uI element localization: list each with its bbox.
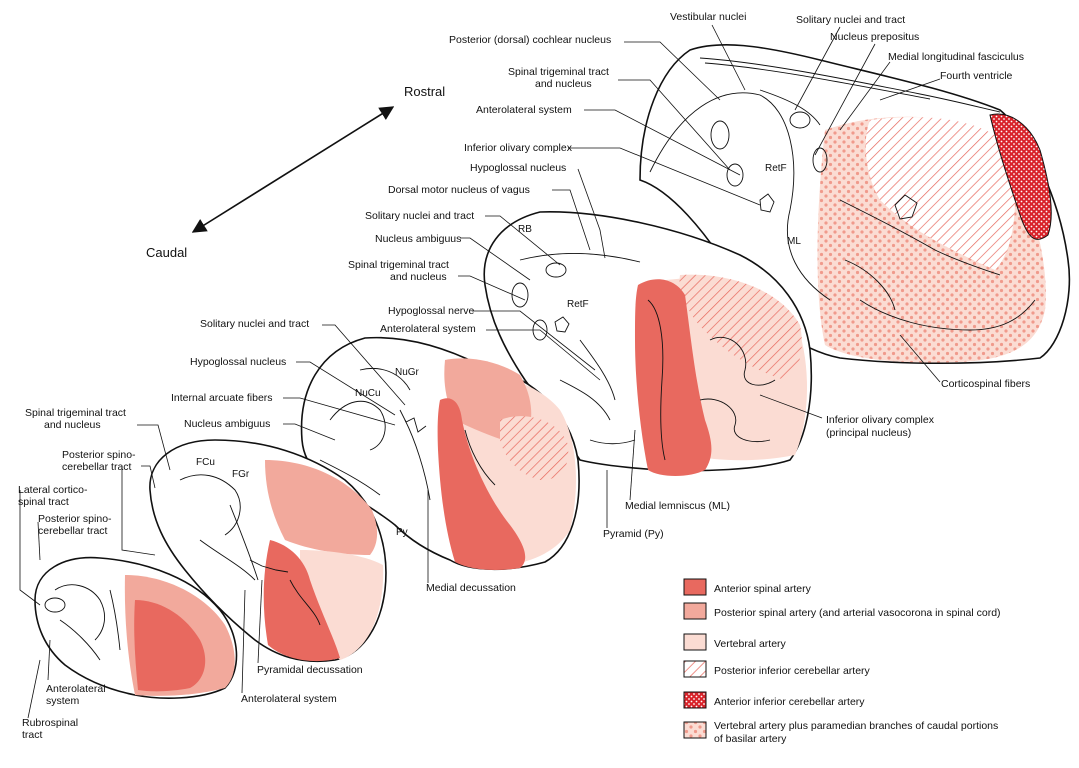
inner-retf-mid: RetF	[567, 299, 589, 310]
label-spinal-trigeminal-mid-2: and nucleus	[390, 271, 447, 283]
label-solitary-nuclei-3: Solitary nuclei and tract	[200, 318, 309, 330]
legend-item-posterior-spinal: Posterior spinal artery (and arterial va…	[683, 602, 1001, 620]
label-pyramid: Pyramid (Py)	[603, 528, 664, 540]
inner-fgr: FGr	[232, 469, 250, 480]
inner-nugr: NuGr	[395, 367, 420, 378]
label-corticospinal-fibers: Corticospinal fibers	[941, 378, 1030, 390]
label-hypoglossal-nucleus-2: Hypoglossal nucleus	[190, 356, 286, 368]
label-medial-decussation: Medial decussation	[426, 582, 516, 594]
label-inferior-olivary: Inferior olivary complex	[464, 142, 573, 154]
label-hypoglossal-nucleus-1: Hypoglossal nucleus	[470, 162, 566, 174]
label-spinal-trigeminal-top-2: and nucleus	[535, 78, 592, 90]
label-rubrospinal-2: tract	[22, 729, 43, 741]
label-spinal-trigeminal-low-2: and nucleus	[44, 419, 101, 431]
legend-label: Anterior inferior cerebellar artery	[714, 696, 865, 708]
label-posterior-cochlear: Posterior (dorsal) cochlear nucleus	[449, 34, 611, 46]
legend-label: Vertebral artery plus paramedian branche…	[714, 720, 998, 732]
label-anterolateral-top: Anterolateral system	[476, 104, 572, 116]
label-dorsal-motor-vagus: Dorsal motor nucleus of vagus	[388, 184, 530, 196]
rostrocaudal-axis-arrow	[191, 106, 395, 233]
label-internal-arcuate: Internal arcuate fibers	[171, 392, 273, 404]
label-pyramidal-decussation: Pyramidal decussation	[257, 664, 363, 676]
label-rubrospinal-1: Rubrospinal	[22, 717, 78, 729]
inner-rb: RB	[518, 224, 532, 235]
legend-label: Posterior spinal artery (and arterial va…	[714, 607, 1001, 619]
rostral-label: Rostral	[404, 84, 445, 99]
section-mid-rostral-medulla	[483, 211, 813, 476]
inner-nucu: NuCu	[355, 388, 381, 399]
label-nucleus-ambiguus-2: Nucleus ambiguus	[184, 418, 270, 430]
label-solitary-nuclei-2: Solitary nuclei and tract	[365, 210, 474, 222]
section-spinomedullary-junction	[34, 556, 238, 699]
legend-swatch-posterior-spinal	[683, 602, 707, 620]
legend-swatch-pica	[683, 660, 707, 678]
legend-item-pica: Posterior inferior cerebellar artery	[683, 660, 871, 678]
caudal-label: Caudal	[146, 245, 187, 260]
label-spinal-trigeminal-low-1: Spinal trigeminal tract	[25, 407, 126, 419]
label-posterior-spinocerebellar-2b: cerebellar tract	[38, 525, 108, 537]
label-lateral-corticospinal-2: spinal tract	[18, 496, 69, 508]
label-nucleus-prepositus: Nucleus prepositus	[830, 31, 919, 43]
inner-abbreviations: RetF ML RB RetF NuGr NuCu Py FCu FGr	[196, 163, 801, 538]
legend-label: Anterior spinal artery	[714, 583, 812, 595]
inner-py: Py	[396, 527, 408, 538]
label-lateral-corticospinal-1: Lateral cortico-	[18, 484, 88, 496]
label-medial-lemniscus: Medial lemniscus (ML)	[625, 500, 730, 512]
label-posterior-spinocerebellar-1a: Posterior spino-	[62, 449, 136, 461]
legend-swatch-vertebral-paramedian	[683, 721, 707, 739]
label-anterolateral-bottom-1: Anterolateral	[46, 683, 106, 695]
legend-label: Posterior inferior cerebellar artery	[714, 665, 871, 677]
leader-lines	[19, 24, 941, 719]
legend-swatch-vertebral	[683, 633, 707, 651]
label-vestibular-nuclei: Vestibular nuclei	[670, 11, 746, 23]
label-nucleus-ambiguus-1: Nucleus ambiguus	[375, 233, 461, 245]
label-spinal-trigeminal-mid-1: Spinal trigeminal tract	[348, 259, 449, 271]
label-anterolateral-bottom-center: Anterolateral system	[241, 693, 337, 705]
section-lower-medulla	[149, 439, 387, 663]
inner-ml-top: ML	[787, 236, 801, 247]
inner-fcu: FCu	[196, 457, 215, 468]
label-posterior-spinocerebellar-2a: Posterior spino-	[38, 513, 112, 525]
label-spinal-trigeminal-top-1: Spinal trigeminal tract	[508, 66, 609, 78]
label-anterolateral-bottom-2: system	[46, 695, 80, 707]
label-solitary-nuclei-top: Solitary nuclei and tract	[796, 14, 905, 26]
legend-item-vertebral: Vertebral artery	[683, 633, 787, 651]
inner-retf-top: RetF	[765, 163, 787, 174]
legend-item-anterior-spinal: Anterior spinal artery	[683, 578, 812, 596]
label-fourth-ventricle: Fourth ventricle	[940, 70, 1013, 82]
label-inferior-olivary-principal-1: Inferior olivary complex	[826, 414, 935, 426]
section-caudal-medulla	[300, 336, 580, 571]
label-inferior-olivary-principal-2: (principal nucleus)	[826, 427, 911, 439]
legend-item-aica: Anterior inferior cerebellar artery	[683, 691, 865, 709]
label-mlf: Medial longitudinal fasciculus	[888, 51, 1024, 63]
legend-swatch-aica	[683, 691, 707, 709]
legend-swatch-anterior-spinal	[683, 578, 707, 596]
legend-item-vertebral-paramedian: Vertebral artery plus paramedian branche…	[683, 720, 998, 745]
label-anterolateral-mid: Anterolateral system	[380, 323, 476, 335]
label-hypoglossal-nerve: Hypoglossal nerve	[388, 305, 475, 317]
legend-label: Vertebral artery	[714, 638, 787, 650]
legend: Anterior spinal artery Posterior spinal …	[683, 578, 1001, 745]
legend-label-line-2: of basilar artery	[714, 733, 787, 745]
label-posterior-spinocerebellar-1b: cerebellar tract	[62, 461, 132, 473]
structure-labels: Vestibular nuclei Solitary nuclei and tr…	[18, 11, 1030, 741]
